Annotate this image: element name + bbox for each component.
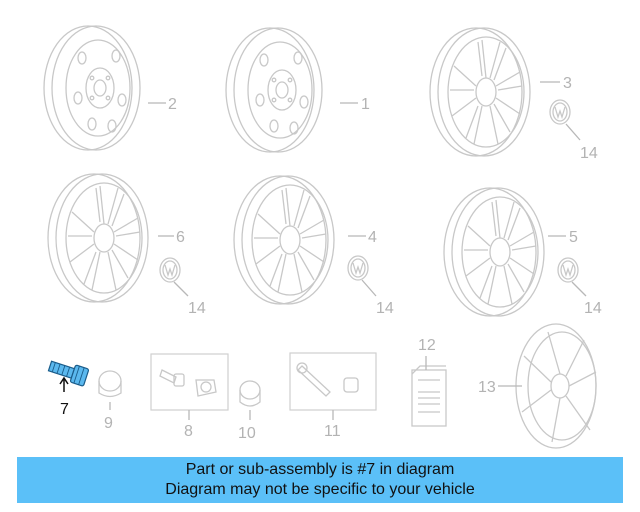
wheel-alloy-5: 5: [443, 187, 578, 317]
callout-14-b[interactable]: 14: [188, 300, 206, 317]
callout-14-d[interactable]: 14: [584, 300, 602, 317]
info-banner: Part or sub-assembly is #7 in diagram Di…: [17, 457, 623, 503]
callout-8[interactable]: 8: [184, 423, 193, 440]
lug-cap-9: 9: [98, 370, 122, 432]
banner-line-1: Part or sub-assembly is #7 in diagram: [185, 461, 455, 478]
callout-9[interactable]: 9: [104, 415, 113, 432]
callout-13[interactable]: 13: [478, 379, 496, 396]
callout-7[interactable]: 7: [60, 401, 69, 418]
wheel-alloy-6: 6: [47, 173, 185, 303]
center-cap-14-c: 14: [347, 255, 394, 317]
lock-cap-10: 10: [238, 380, 261, 442]
hubcap-13: 13: [478, 323, 597, 449]
callout-1[interactable]: 1: [361, 96, 370, 113]
center-cap-14-a: 14: [549, 99, 598, 162]
wheel-steel-2: 2: [43, 25, 177, 151]
banner-line-2: Diagram may not be specific to your vehi…: [165, 481, 475, 498]
callout-6[interactable]: 6: [176, 229, 185, 246]
callout-2[interactable]: 2: [168, 96, 177, 113]
callout-11[interactable]: 11: [324, 423, 341, 440]
wheel-steel-1: 1: [225, 27, 370, 153]
wheel-bolt-7[interactable]: 7: [47, 357, 90, 418]
label-12: 12: [411, 337, 447, 427]
callout-10[interactable]: 10: [238, 425, 256, 442]
callout-12[interactable]: 12: [418, 337, 436, 354]
wheel-alloy-4: 4: [233, 175, 377, 305]
callout-4[interactable]: 4: [368, 229, 377, 246]
wheel-alloy-3: 3: [429, 27, 572, 157]
callout-14-c[interactable]: 14: [376, 300, 394, 317]
callout-14-a[interactable]: 14: [580, 145, 598, 162]
callout-5[interactable]: 5: [569, 229, 578, 246]
valve-kit-11: 11: [289, 352, 377, 440]
lock-kit-8: 8: [150, 353, 229, 440]
callout-3[interactable]: 3: [563, 75, 572, 92]
center-cap-14-b: 14: [159, 257, 206, 317]
center-cap-14-d: 14: [557, 257, 602, 317]
